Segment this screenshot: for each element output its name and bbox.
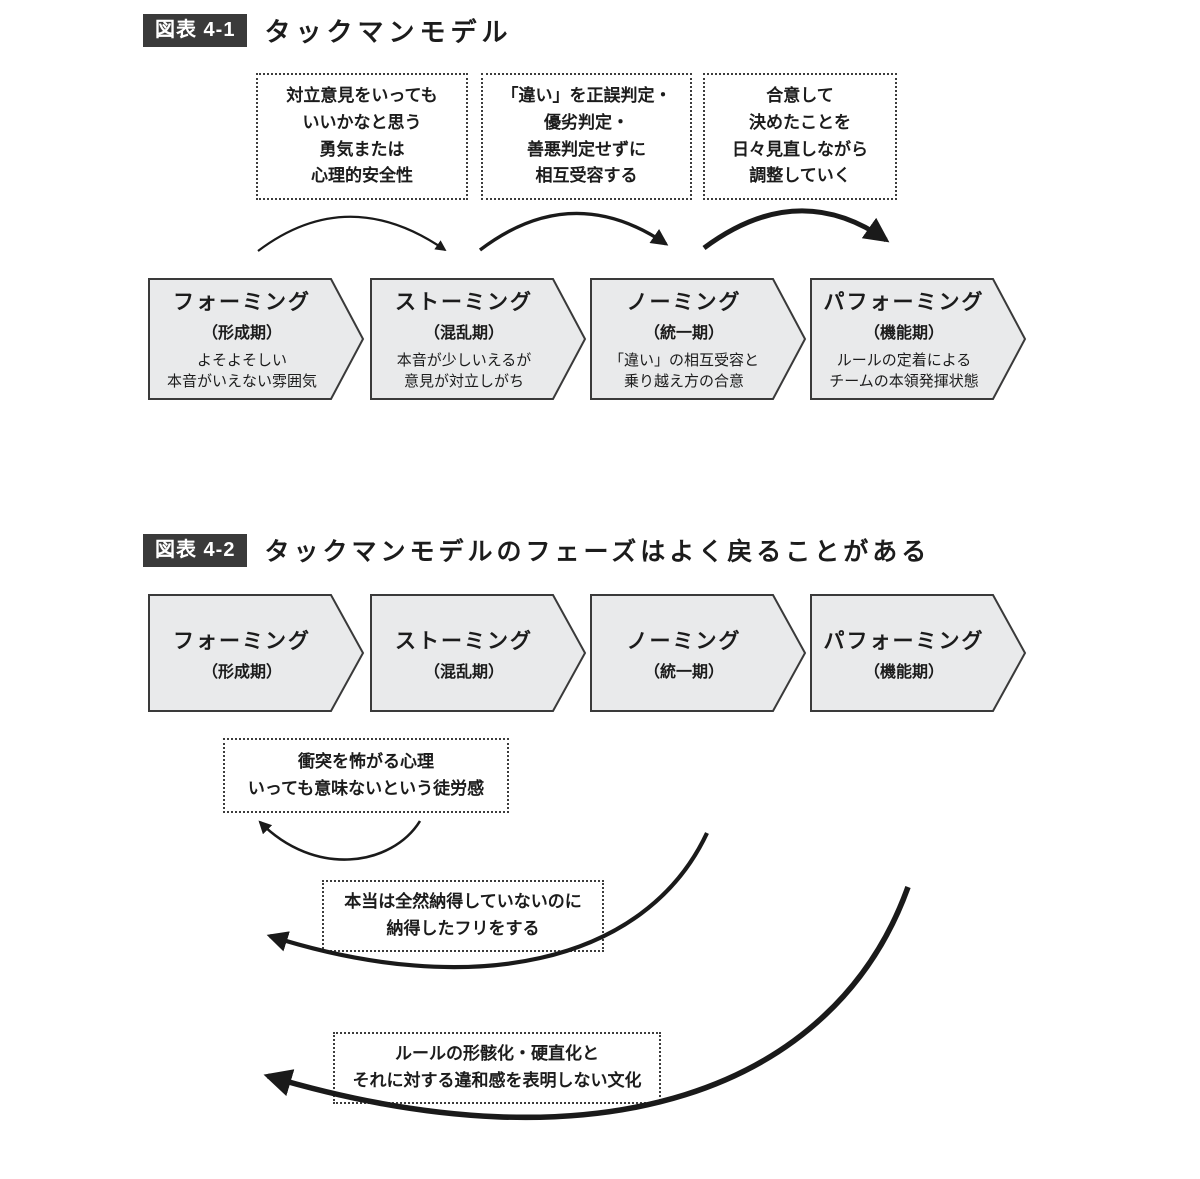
stage-phase: （統一期） — [643, 325, 724, 342]
callout-line: 日々見直しながら — [732, 139, 868, 159]
stage-chevron-shape — [148, 594, 365, 712]
figure2-title: タックマンモデルのフェーズはよく戻ることがある — [264, 538, 931, 566]
stage-title: ノーミング — [626, 629, 742, 653]
stage-title: ストーミング — [395, 629, 533, 653]
stage-description: 本音が少しいえるが意見が対立しがち — [396, 352, 532, 390]
callout-line: いっても意味ないという徒労感 — [247, 778, 485, 798]
callout-line: いいかなと思う — [302, 112, 422, 132]
stage-norming-fig1: ノーミング （統一期） 「違い」の相互受容と乗り越え方の合意 — [590, 278, 808, 400]
stage-phase: （機能期） — [863, 663, 944, 681]
callout-line: 衝突を怖がる心理 — [298, 751, 434, 771]
figure1-badge: 図表 4-1 — [143, 14, 248, 47]
callout-pretend-agreement: 本当は全然納得していないのに 納得したフリをする — [322, 880, 604, 952]
stage-title: フォーミング — [173, 291, 311, 314]
callout-line: 心理的安全性 — [311, 166, 413, 186]
stage-performing-fig1: パフォーミング （機能期） ルールの定着によるチームの本領発揮状態 — [810, 278, 1028, 400]
callout-line: 相互受容する — [535, 166, 638, 186]
stage-forming-fig2: フォーミング （形成期） — [148, 594, 366, 712]
callout-psychological-safety: 対立意見をいっても いいかなと思う 勇気または 心理的安全性 — [256, 73, 468, 200]
callout-fear-of-conflict: 衝突を怖がる心理 いっても意味ないという徒労感 — [223, 738, 509, 813]
callout-line: 決めたことを — [749, 112, 851, 132]
stage-phase: （形成期） — [201, 325, 282, 342]
callout-continuous-adjustment: 合意して 決めたことを 日々見直しながら 調整していく — [703, 73, 897, 200]
stage-phase: （形成期） — [201, 663, 282, 681]
stage-chevron-shape — [370, 278, 587, 400]
stage-storming-fig2: ストーミング （混乱期） — [370, 594, 588, 712]
stage-chevron-shape — [590, 278, 807, 400]
arrow-forming-to-storming — [257, 215, 447, 252]
callout-rigid-rules: ルールの形骸化・硬直化と それに対する違和感を表明しない文化 — [333, 1032, 661, 1104]
stage-title: ストーミング — [395, 291, 533, 314]
figure2-badge: 図表 4-2 — [143, 533, 248, 567]
callout-line: ルールの形骸化・硬直化と — [395, 1044, 599, 1064]
stage-chevron-shape — [810, 278, 1027, 400]
stage-chevron-shape — [810, 594, 1027, 712]
figure1-header: 図表 4-1 タックマンモデル — [143, 12, 512, 49]
stage-phase: （機能期） — [863, 325, 944, 342]
callout-line: 「違い」を正誤判定・ — [501, 85, 672, 105]
callout-line: 合意して — [766, 85, 834, 105]
figure1-title: タックマンモデル — [264, 17, 513, 47]
arrow-back-storming-to-forming — [258, 820, 422, 861]
callout-mutual-acceptance: 「違い」を正誤判定・ 優劣判定・ 善悪判定せずに 相互受容する — [481, 73, 692, 200]
stage-storming-fig1: ストーミング （混乱期） 本音が少しいえるが意見が対立しがち — [370, 278, 588, 400]
arrow-storming-to-norming — [478, 211, 669, 252]
stage-title: パフォーミング — [823, 629, 985, 653]
callout-line: 対立意見をいっても — [286, 85, 438, 105]
stage-performing-fig2: パフォーミング （機能期） — [810, 594, 1028, 712]
stage-description: よそよそしい本音がいえない雰囲気 — [166, 352, 317, 390]
stage-chevron-shape — [370, 594, 587, 712]
callout-line: 優劣判定・ — [544, 112, 629, 132]
callout-line: 調整していく — [749, 166, 851, 186]
figure2-header: 図表 4-2 タックマンモデルのフェーズはよく戻ることがある — [143, 532, 930, 568]
stage-description: 「違い」の相互受容と乗り越え方の合意 — [608, 352, 759, 390]
callout-line: それに対する違和感を表明しない文化 — [352, 1071, 642, 1090]
callout-line: 本当は全然納得していないのに — [344, 892, 582, 912]
stage-description: ルールの定着によるチームの本領発揮状態 — [829, 352, 979, 390]
stage-forming-fig1: フォーミング （形成期） よそよそしい本音がいえない雰囲気 — [148, 278, 366, 400]
stage-phase: （統一期） — [643, 663, 724, 681]
stage-chevron-shape — [148, 278, 365, 400]
stage-phase: （混乱期） — [423, 663, 504, 681]
callout-line: 納得したフリをする — [386, 919, 540, 938]
stage-norming-fig2: ノーミング （統一期） — [590, 594, 808, 712]
callout-line: 善悪判定せずに — [527, 139, 646, 159]
stage-title: パフォーミング — [823, 291, 985, 314]
arrow-norming-to-performing — [702, 208, 890, 251]
stage-title: フォーミング — [173, 629, 311, 653]
callout-line: 勇気または — [319, 139, 405, 159]
stage-phase: （混乱期） — [423, 325, 504, 342]
stage-chevron-shape — [590, 594, 807, 712]
stage-title: ノーミング — [626, 291, 742, 314]
